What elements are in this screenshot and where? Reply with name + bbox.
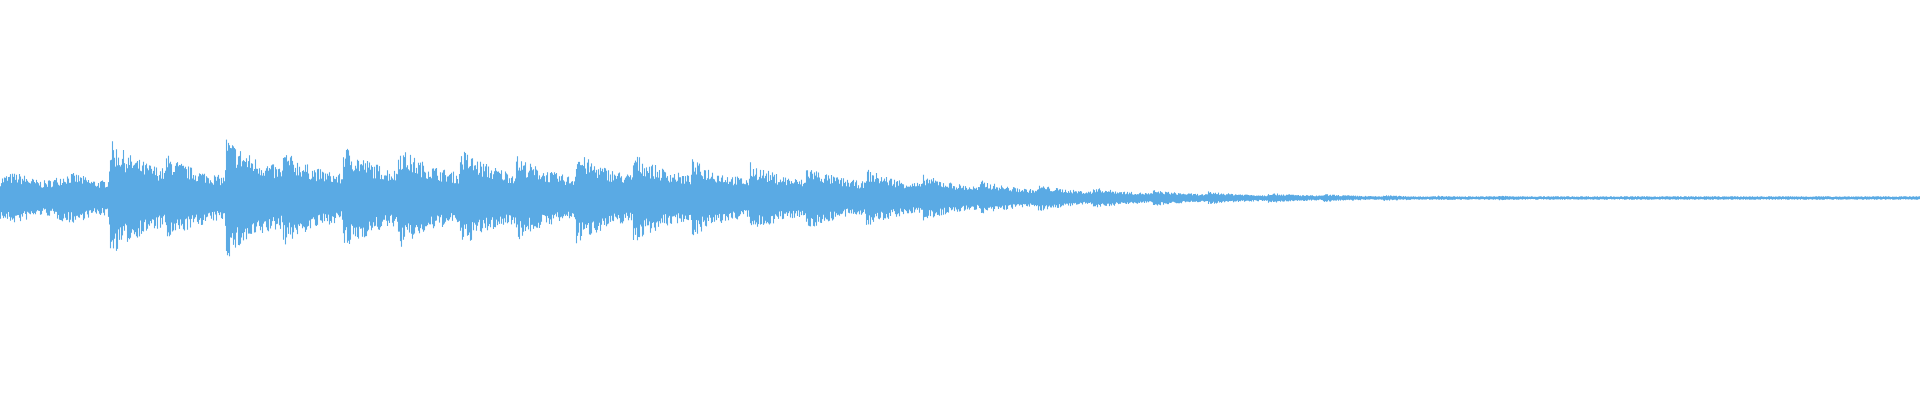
waveform-bars <box>0 139 1920 257</box>
waveform-core <box>0 170 1919 226</box>
